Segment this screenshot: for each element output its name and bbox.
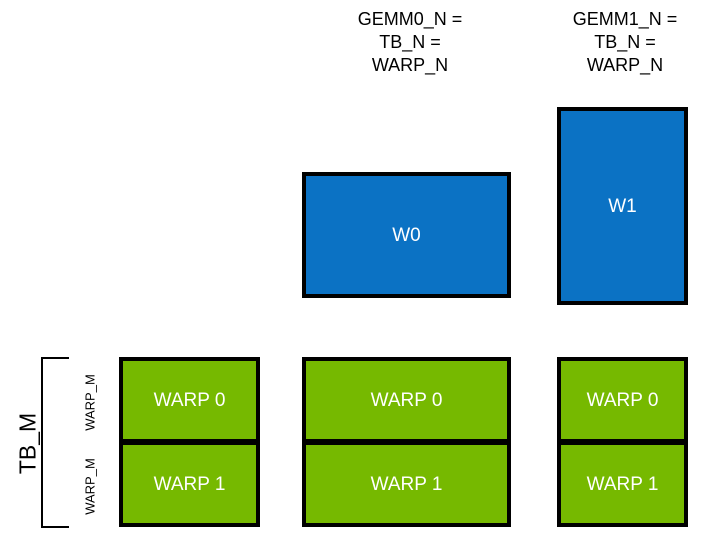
tb-m-label: TB_M [14,412,41,475]
column-caption-gemm0: GEMM0_N = TB_N = WARP_N [357,9,463,75]
green-cell-col2-warp1: WARP 1 [302,441,511,527]
blue-box-w1: W1 [557,107,688,305]
warp-m-label-bottom: WARP_M [82,458,98,515]
green-cell-col2-warp0: WARP 0 [302,357,511,443]
column-caption-gemm1: GEMM1_N = TB_N = WARP_N [572,9,678,75]
warp-m-label-top: WARP_M [82,374,98,431]
tb-m-bracket [41,357,69,528]
blue-box-w0: W0 [302,172,511,298]
green-cell-col3-warp1: WARP 1 [557,441,688,527]
green-cell-col1-warp0: WARP 0 [119,357,260,443]
green-cell-col1-warp1: WARP 1 [119,441,260,527]
green-cell-col3-warp0: WARP 0 [557,357,688,443]
